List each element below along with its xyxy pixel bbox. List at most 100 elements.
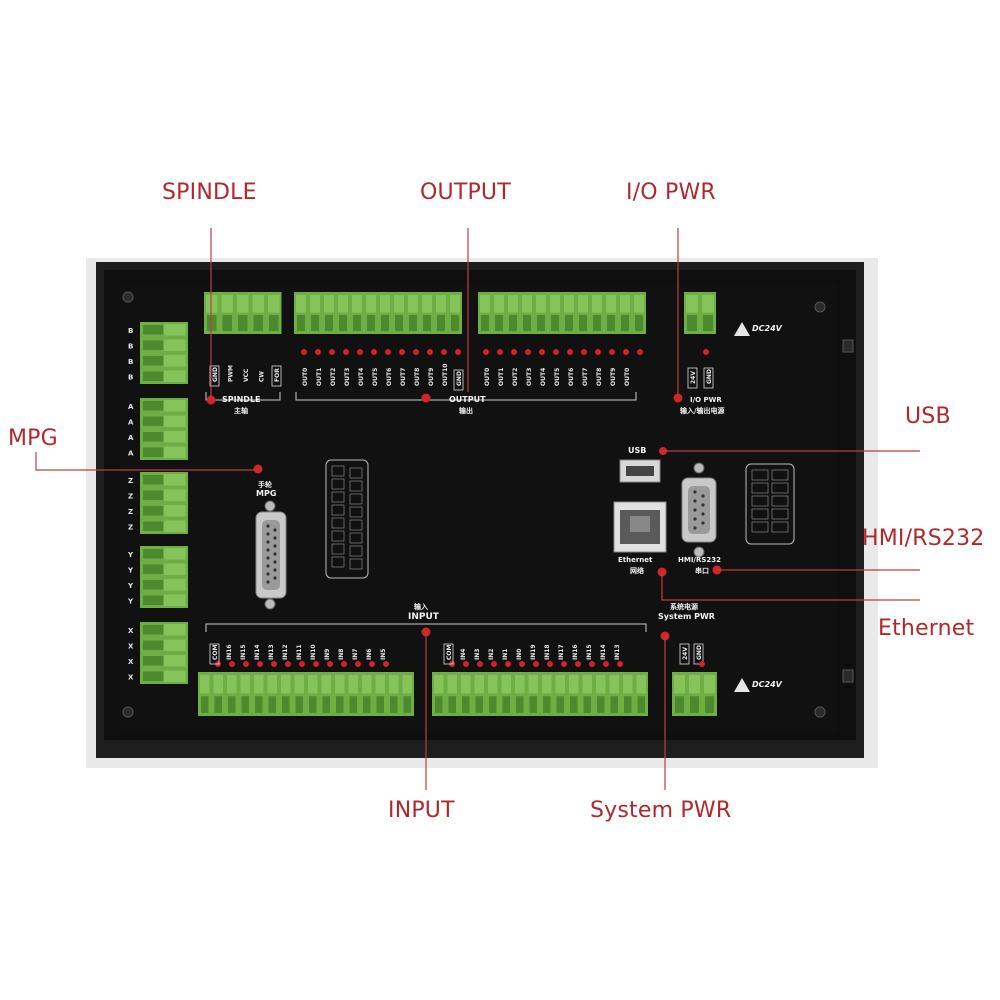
terminal-output-left-screw [409,315,417,332]
mpg-pinout-cell [331,491,345,503]
terminal-output-left-screw [353,315,361,332]
pin-label-input: IN7 [352,649,359,660]
terminal-output-right-cell [634,295,644,313]
terminal-input-left-screw [268,696,276,713]
pin-label-input: COM [212,644,219,660]
terminal-input-right-screw [624,696,632,713]
led-output [343,349,349,355]
terminal-input-right-cell [636,675,646,694]
axis-label: Y [127,582,134,590]
led-input [589,661,595,667]
terminal-input-right-cell [461,675,471,694]
terminal-output-left-cell [422,295,432,313]
pin-label-spindle-box [271,365,282,387]
silk-syspwr-cn: 系统电源 [670,603,698,611]
terminal-input-left-cell [200,675,210,694]
mpg-pin [266,572,270,576]
terminal-syspwr-screw [690,696,699,713]
terminal-input-right-cell [528,675,538,694]
axis-label: Y [127,567,134,575]
mpg-pinout-cell [331,530,345,542]
silk-dc24v-bottom: DC24V [752,680,782,689]
terminal-output-left-cell [310,295,320,313]
silk-spindle-cn: 主轴 [234,407,248,415]
led-input [505,661,511,667]
mpg-pin [273,560,277,564]
pin-label-output: OUT8 [596,368,603,386]
led-input [491,661,497,667]
pin-label-output-box [453,369,464,391]
silk-ethernet: Ethernet [618,556,653,564]
terminal-output-left-screw [311,315,319,332]
terminal-output-right-screw [551,315,559,332]
silk-dc24v-top: DC24V [752,324,782,333]
terminal-axis-b-cell [164,324,186,336]
mpg-pinout-cell [349,467,363,479]
terminal-input-left-cell [389,675,399,694]
hmi-pinout-cell [751,482,769,494]
terminal-spindle-cell [252,295,264,313]
terminal-syspwr-cell [689,675,700,694]
led-input [561,661,567,667]
axis-label: Y [127,598,134,606]
hmi-pinout-cell [771,508,789,520]
terminal-input-right-screw [543,696,551,713]
mpg-pin [273,528,277,532]
terminal-axis-b-screw [143,325,164,335]
axis-label: Y [127,551,134,559]
pin-label-spindle: GND [212,367,219,382]
led-output [539,349,545,355]
mpg-pin [273,552,277,556]
led-output [301,349,307,355]
callout-io-pwr: I/O PWR [626,180,716,205]
terminal-input-left-screw [295,696,303,713]
led-input [533,661,539,667]
mpg-screw [264,500,276,512]
terminal-axis-x-cell [164,655,186,667]
led-input [383,661,389,667]
terminal-output-right-cell [536,295,546,313]
axis-label: Z [128,508,133,516]
pin-label-input: IN12 [282,644,289,660]
mpg-pin [273,576,277,580]
terminal-input-right-cell [447,675,457,694]
pin-label-input: IN14 [254,644,261,660]
led-output [609,349,615,355]
mpg-pin [266,532,270,536]
terminal-input-right-cell [488,675,498,694]
terminal-output-left-cell [296,295,306,313]
axis-label: B [128,374,133,382]
led-input [369,661,375,667]
pin-label-input: IN13 [268,644,275,660]
pcb [120,284,838,732]
terminal-axis-a-screw [143,416,164,426]
pin-label-input: IN16 [572,644,579,660]
axis-label: B [128,343,133,351]
axis-label: A [128,434,134,442]
hmi-pin [701,521,705,525]
terminal-spindle-cell [206,295,218,313]
hmi-screw [693,546,705,558]
hmi-pinout-diagram [745,463,795,545]
silk-ethernet-cn: 网络 [630,567,644,575]
terminal-output-left-cell [380,295,390,313]
terminal-input-left-cell [281,675,291,694]
mpg-pin [273,568,277,572]
mpg-pin [273,536,277,540]
ethernet-contacts [630,516,650,532]
axis-label: B [128,327,133,335]
terminal-output-left-cell [324,295,334,313]
terminal-output-right-cell [522,295,532,313]
led-syspwr [699,661,705,667]
terminal-output-right-cell [620,295,630,313]
pin-label-input: IN16 [226,644,233,660]
pin-label-iopwr-box [687,367,698,389]
hmi-pin [693,517,697,521]
callout-marker [253,464,263,474]
terminal-output-left-cell [366,295,376,313]
led-output [315,349,321,355]
terminal-syspwr-cell [704,675,715,694]
terminal-input-left-screw [241,696,249,713]
warning-triangle-bottom [734,678,750,692]
pin-label-output: OUT9 [610,368,617,386]
